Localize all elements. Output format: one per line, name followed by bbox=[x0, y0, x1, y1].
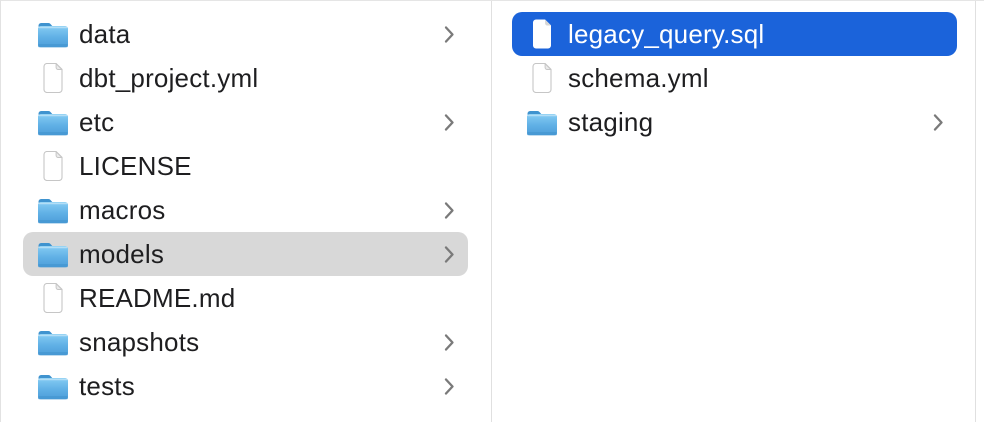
folder-icon bbox=[526, 106, 558, 138]
item-label: data bbox=[79, 18, 131, 49]
folder-icon bbox=[37, 18, 69, 50]
item-label: models bbox=[79, 238, 165, 269]
folder-icon bbox=[37, 326, 69, 358]
chevron-right-icon bbox=[443, 200, 456, 221]
chevron-right-icon bbox=[443, 244, 456, 265]
column-next-stub bbox=[976, 1, 984, 422]
item-label: dbt_project.yml bbox=[79, 62, 259, 93]
item-label: staging bbox=[568, 106, 654, 137]
row-tests[interactable]: tests bbox=[23, 364, 468, 408]
item-label: README.md bbox=[79, 282, 236, 313]
row-etc[interactable]: etc bbox=[23, 100, 468, 144]
document-icon bbox=[526, 18, 558, 50]
row-staging[interactable]: staging bbox=[512, 100, 957, 144]
chevron-right-icon bbox=[443, 112, 456, 133]
document-icon bbox=[37, 150, 69, 182]
row-models-selected[interactable]: models bbox=[23, 232, 468, 276]
chevron-right-icon bbox=[443, 332, 456, 353]
row-legacy-query-sql-selected[interactable]: legacy_query.sql bbox=[512, 12, 957, 56]
folder-icon bbox=[37, 238, 69, 270]
item-label: macros bbox=[79, 194, 166, 225]
item-label: snapshots bbox=[79, 326, 200, 357]
document-icon bbox=[526, 62, 558, 94]
folder-icon bbox=[37, 194, 69, 226]
row-snapshots[interactable]: snapshots bbox=[23, 320, 468, 364]
column-right: legacy_query.sql schema.yml staging bbox=[492, 1, 976, 422]
item-label: legacy_query.sql bbox=[568, 18, 765, 49]
row-macros[interactable]: macros bbox=[23, 188, 468, 232]
row-dbt-project-yml[interactable]: dbt_project.yml bbox=[23, 56, 468, 100]
item-label: etc bbox=[79, 106, 115, 137]
row-schema-yml[interactable]: schema.yml bbox=[512, 56, 957, 100]
row-license[interactable]: LICENSE bbox=[23, 144, 468, 188]
document-icon bbox=[37, 282, 69, 314]
folder-icon bbox=[37, 370, 69, 402]
row-data[interactable]: data bbox=[23, 12, 468, 56]
folder-icon bbox=[37, 106, 69, 138]
chevron-right-icon bbox=[443, 24, 456, 45]
item-label: schema.yml bbox=[568, 62, 709, 93]
chevron-right-icon bbox=[443, 376, 456, 397]
document-icon bbox=[37, 62, 69, 94]
column-left: data dbt_project.yml etc LICENSE macros … bbox=[1, 1, 492, 422]
row-readme-md[interactable]: README.md bbox=[23, 276, 468, 320]
item-label: tests bbox=[79, 370, 135, 401]
chevron-right-icon bbox=[932, 112, 945, 133]
item-label: LICENSE bbox=[79, 150, 192, 181]
